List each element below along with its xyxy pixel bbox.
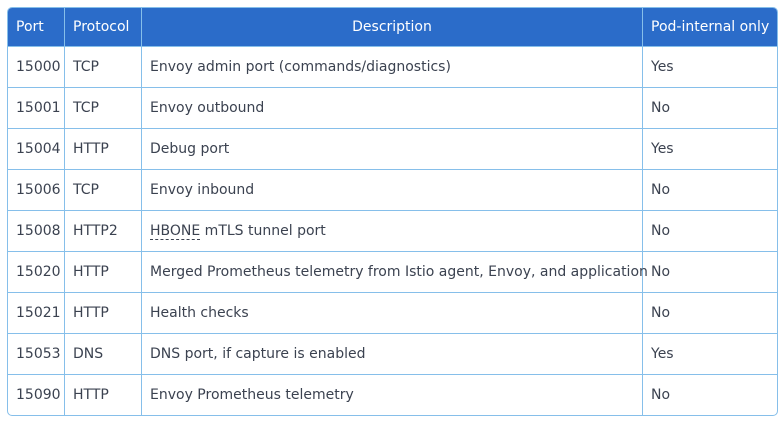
cell-protocol: HTTP [65,128,142,169]
ports-table: Port Protocol Description Pod-internal o… [7,7,778,416]
cell-description: Health checks [142,292,643,333]
cell-pod-internal: Yes [643,333,777,374]
table-row: 15020 HTTP Merged Prometheus telemetry f… [8,251,777,292]
cell-description: Envoy Prometheus telemetry [142,374,643,415]
header-pod-internal: Pod-internal only [643,8,777,46]
cell-description: HBONE mTLS tunnel port [142,210,643,251]
table-row: 15000 TCP Envoy admin port (commands/dia… [8,46,777,87]
hbone-abbreviation[interactable]: HBONE [150,223,201,240]
cell-description: Envoy outbound [142,87,643,128]
cell-protocol: HTTP [65,374,142,415]
cell-protocol: TCP [65,169,142,210]
cell-pod-internal: No [643,292,777,333]
cell-port: 15008 [8,210,65,251]
cell-protocol: DNS [65,333,142,374]
table-row: 15053 DNS DNS port, if capture is enable… [8,333,777,374]
cell-pod-internal: Yes [643,128,777,169]
cell-pod-internal: No [643,210,777,251]
cell-pod-internal: No [643,169,777,210]
cell-port: 15000 [8,46,65,87]
header-port: Port [8,8,65,46]
cell-port: 15090 [8,374,65,415]
description-text: mTLS tunnel port [200,223,326,239]
cell-protocol: HTTP2 [65,210,142,251]
cell-port: 15001 [8,87,65,128]
cell-description: Debug port [142,128,643,169]
cell-pod-internal: No [643,87,777,128]
cell-port: 15021 [8,292,65,333]
table-header-row: Port Protocol Description Pod-internal o… [8,8,777,46]
cell-protocol: TCP [65,46,142,87]
header-description: Description [142,8,643,46]
cell-description: Envoy admin port (commands/diagnostics) [142,46,643,87]
cell-pod-internal: No [643,374,777,415]
table-row: 15008 HTTP2 HBONE mTLS tunnel port No [8,210,777,251]
cell-port: 15020 [8,251,65,292]
cell-description: Merged Prometheus telemetry from Istio a… [142,251,648,292]
header-protocol: Protocol [65,8,142,46]
cell-port: 15006 [8,169,65,210]
cell-port: 15004 [8,128,65,169]
table-row: 15021 HTTP Health checks No [8,292,777,333]
cell-pod-internal: No [643,251,777,292]
table-row: 15090 HTTP Envoy Prometheus telemetry No [8,374,777,415]
cell-protocol: TCP [65,87,142,128]
table-row: 15001 TCP Envoy outbound No [8,87,777,128]
ports-table-container: Port Protocol Description Pod-internal o… [7,7,778,416]
cell-description: DNS port, if capture is enabled [142,333,643,374]
table-row: 15006 TCP Envoy inbound No [8,169,777,210]
cell-pod-internal: Yes [643,46,777,87]
cell-description: Envoy inbound [142,169,643,210]
cell-port: 15053 [8,333,65,374]
cell-protocol: HTTP [65,251,142,292]
table-row: 15004 HTTP Debug port Yes [8,128,777,169]
cell-protocol: HTTP [65,292,142,333]
